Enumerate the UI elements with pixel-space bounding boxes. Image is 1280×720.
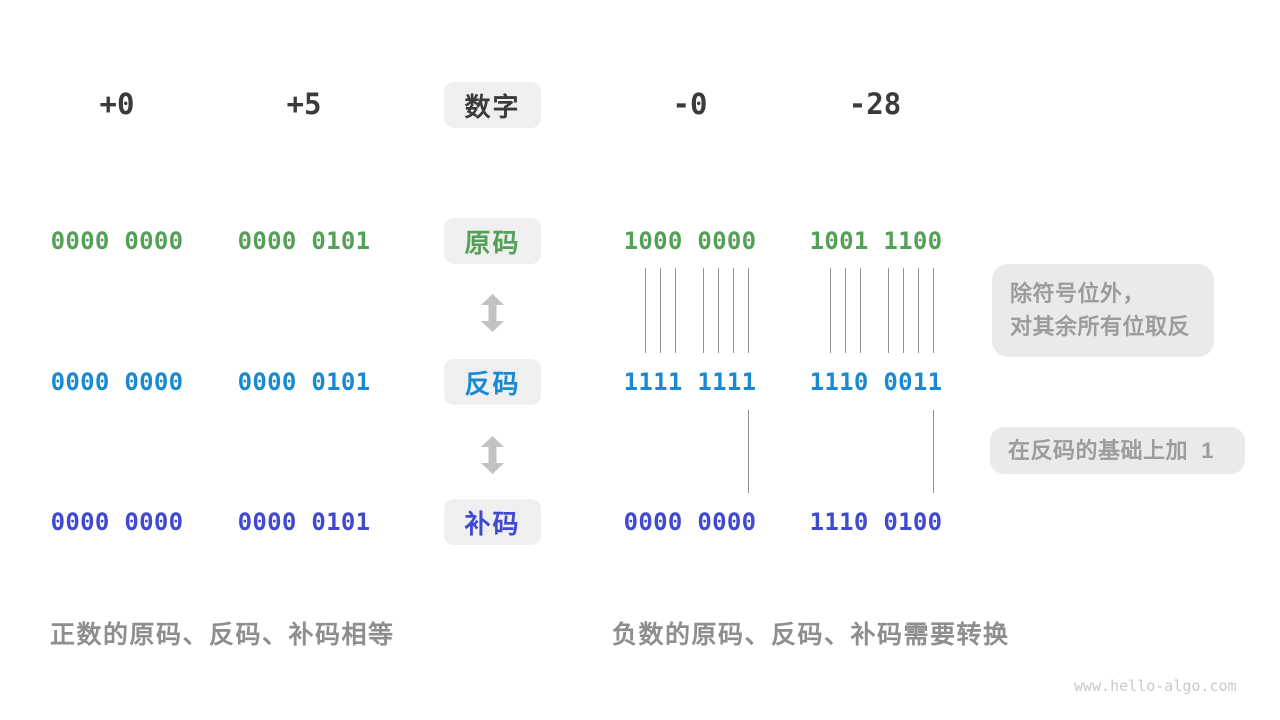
twos-complement-value: 0000 0101 <box>237 508 371 536</box>
bit-connector-line <box>918 268 919 353</box>
ones-complement-value: 1110 0011 <box>809 368 943 396</box>
label-number: 数字 <box>444 82 541 128</box>
invert-bits-note-line1: 除符号位外， <box>1010 281 1146 306</box>
label-sign-magnitude: 原码 <box>444 218 541 264</box>
label-ones-complement: 反码 <box>444 359 541 405</box>
ones-complement-value: 0000 0101 <box>237 368 371 396</box>
label-twos-complement: 补码 <box>444 499 541 545</box>
bit-connector-line <box>645 268 646 353</box>
twos-complement-value: 0000 0000 <box>50 508 184 536</box>
ones-complement-value: 0000 0000 <box>50 368 184 396</box>
bit-connector-line <box>845 268 846 353</box>
add-one-connector-line <box>748 410 749 493</box>
up-down-arrow-icon <box>481 294 504 332</box>
number-plus-5: +5 <box>286 87 322 121</box>
positive-caption: 正数的原码、反码、补码相等 <box>50 621 395 649</box>
sign-magnitude-value: 1001 1100 <box>809 227 943 255</box>
up-down-arrow-icon <box>481 436 504 474</box>
watermark: www.hello-algo.com <box>1074 677 1237 695</box>
bit-connector-line <box>748 268 749 353</box>
twos-complement-value: 1110 0100 <box>809 508 943 536</box>
sign-magnitude-value: 0000 0101 <box>237 227 371 255</box>
bit-connector-line <box>888 268 889 353</box>
bit-connector-line <box>660 268 661 353</box>
number-minus-0: -0 <box>672 87 708 121</box>
bit-connector-line <box>718 268 719 353</box>
bit-connector-line <box>933 268 934 353</box>
sign-magnitude-value: 0000 0000 <box>50 227 184 255</box>
bit-connector-line <box>675 268 676 353</box>
add-one-note: 在反码的基础上加 1 <box>990 427 1245 474</box>
sign-magnitude-value: 1000 0000 <box>623 227 757 255</box>
invert-bits-note: 除符号位外， 对其余所有位取反 <box>992 264 1214 357</box>
bit-connector-line <box>733 268 734 353</box>
bit-connector-line <box>903 268 904 353</box>
ones-complement-value: 1111 1111 <box>623 368 757 396</box>
bit-connector-line <box>830 268 831 353</box>
negative-caption: 负数的原码、反码、补码需要转换 <box>612 621 1010 649</box>
number-minus-28: -28 <box>848 87 902 121</box>
number-plus-0: +0 <box>99 87 135 121</box>
bit-connector-line <box>860 268 861 353</box>
twos-complement-value: 0000 0000 <box>623 508 757 536</box>
add-one-connector-line <box>933 410 934 493</box>
bit-connector-line <box>703 268 704 353</box>
invert-bits-note-line2: 对其余所有位取反 <box>1010 314 1191 339</box>
